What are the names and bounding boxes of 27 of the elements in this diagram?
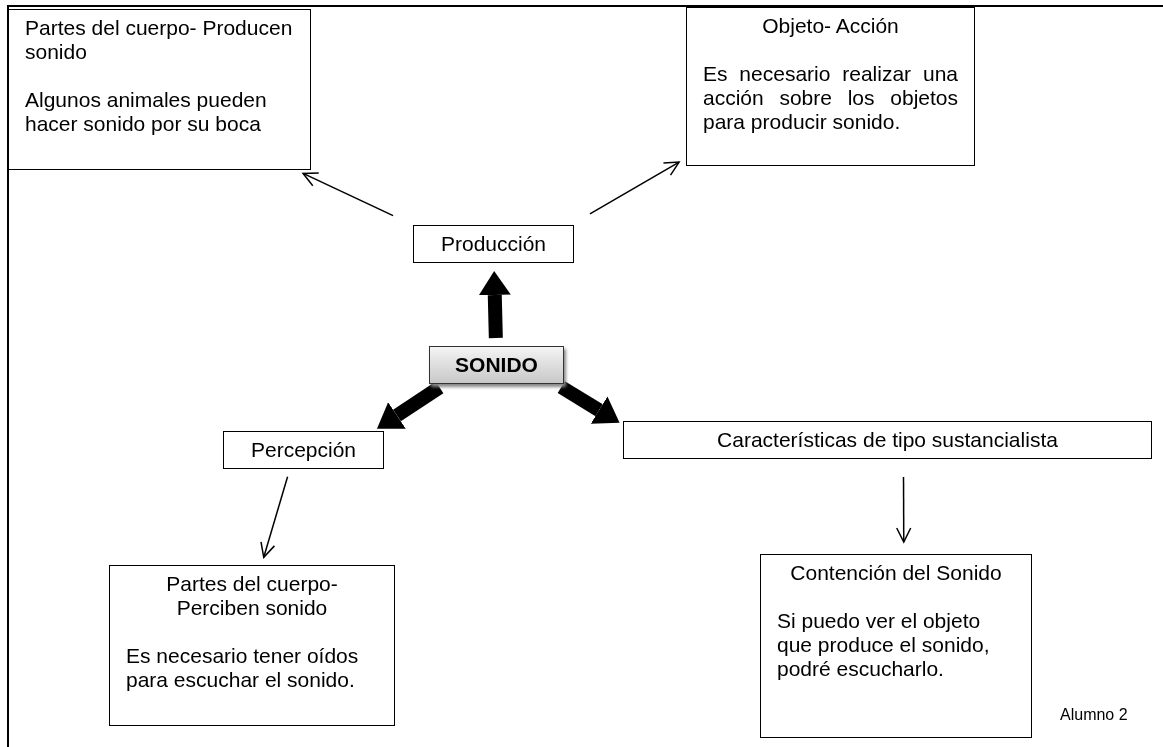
concept-box [223, 431, 384, 469]
arrow [260, 475, 289, 559]
box-text: Es necesario tener oídos para escuchar el sonido. [126, 644, 360, 692]
box-text: Si puedo ver el objeto que produce el sonido, podré escucharlo. [777, 609, 991, 681]
box-heading: Partes del cuerpo- Perciben sonido [165, 572, 339, 620]
box-text: Algunos animales pueden hacer sonido por su boca [25, 88, 268, 136]
concept-box [8, 9, 311, 170]
block-arrow [557, 381, 620, 424]
box-heading: Objeto- Acción [761, 14, 900, 38]
concept-box [686, 7, 975, 166]
concept-box [413, 225, 574, 263]
central-concept-box [429, 346, 564, 384]
box-heading: Contención del Sonido [789, 561, 1003, 585]
concept-box [760, 554, 1032, 738]
arrow [302, 172, 394, 217]
concept-box [109, 565, 395, 726]
box-heading: Características de tipo sustancialista [717, 428, 1058, 452]
note-text: Alumno 2 [1060, 706, 1128, 724]
arrow [589, 161, 680, 215]
arrow [895, 476, 912, 543]
box-heading: SONIDO [455, 353, 538, 377]
box-heading: Partes del cuerpo- Producen sonido [25, 16, 294, 64]
box-heading: Producción [440, 232, 547, 256]
box-text: Es necesario realizar una acción sobre los objetos para producir sonido. [703, 62, 958, 134]
box-heading: Percepción [250, 438, 357, 462]
concept-box [623, 421, 1152, 459]
block-arrow [478, 271, 511, 339]
